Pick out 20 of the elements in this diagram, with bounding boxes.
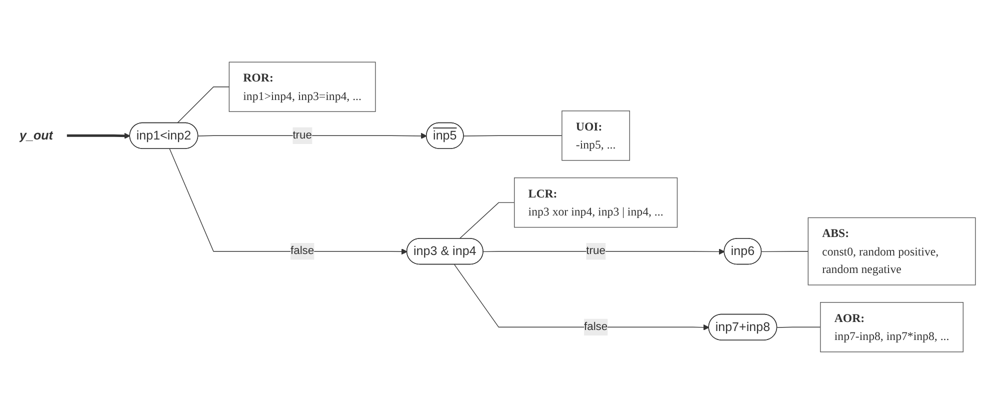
node-box (820, 302, 964, 352)
edge-label: true (292, 129, 312, 142)
arrow (66, 132, 130, 139)
arrow (169, 148, 408, 255)
arrow (454, 264, 710, 330)
connector (459, 202, 515, 240)
connector (176, 86, 230, 124)
connector (761, 251, 808, 252)
node-box (808, 217, 976, 286)
edge-label: true (586, 245, 606, 257)
arrow (482, 248, 725, 255)
connector (776, 326, 821, 328)
arrow (198, 132, 427, 139)
node-box (562, 110, 630, 161)
node-box (228, 62, 376, 112)
connector (463, 135, 562, 136)
node-box (514, 177, 678, 228)
edge-label: false (584, 320, 608, 333)
edge-label: false (290, 245, 314, 257)
node-text: y_out (20, 128, 53, 142)
